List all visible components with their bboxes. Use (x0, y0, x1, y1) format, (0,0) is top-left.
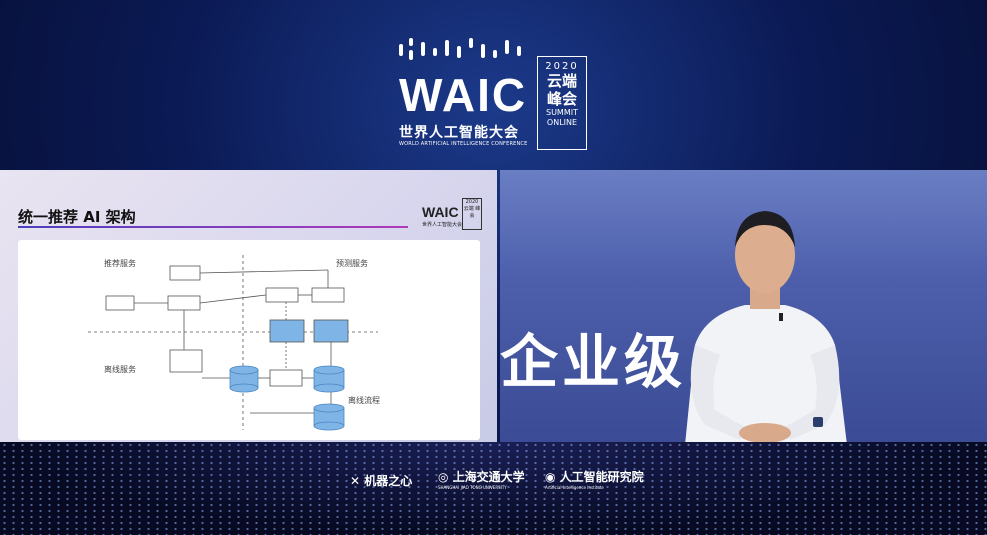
sponsor-2-label: 上海交通大学 (452, 470, 525, 484)
presentation-slide: 统一推荐 AI 架构 WAIC 世界人工智能大会 2020 云端 峰会 (0, 170, 497, 442)
mini-logo-badge: 2020 云端 峰会 (462, 198, 482, 230)
sponsor-sjtu: ◎ 上海交通大学 SHANGHAI JIAO TONG UNIVERSITY (438, 468, 525, 490)
speaker-video: 企业级 架构 (500, 170, 987, 442)
sponsor-3-label: 人工智能研究院 (559, 470, 644, 484)
architecture-diagram: 推荐服务 预测服务 离线服务 离线流程 (18, 240, 480, 440)
label-realtime-service: 离线服务 (104, 365, 136, 374)
label-offline-flow: 离线流程 (348, 396, 380, 405)
title-underline (18, 226, 408, 228)
badge-cn-1: 云端 (546, 72, 577, 90)
slide-mini-logo: WAIC 世界人工智能大会 2020 云端 峰会 (420, 194, 486, 230)
logo-cn: 世界人工智能大会 (399, 125, 519, 141)
label-predict-service: 预测服务 (336, 259, 368, 268)
badge-en-1: SUMMIT (546, 108, 578, 117)
jiqizhixin-icon: ✕ (350, 474, 365, 488)
logo-en: WORLD ARTIFICIAL INTELLIGENCE CONFERENCE (399, 141, 528, 147)
mini-logo-cn: 世界人工智能大会 (422, 222, 463, 228)
badge-year: 2020 (545, 61, 579, 72)
waic-logo: WAIC 世界人工智能大会 WORLD ARTIFICIAL INTELLIGE… (395, 38, 595, 153)
slide-title: 统一推荐 AI 架构 (18, 208, 136, 226)
label-recommend-service: 推荐服务 (104, 259, 136, 268)
summit-badge: 2020 云端 峰会 SUMMIT ONLINE (537, 56, 587, 150)
mini-logo-word: WAIC (422, 204, 459, 220)
diagram-svg (88, 255, 378, 431)
sponsor-2-sub: SHANGHAI JIAO TONG UNIVERSITY (438, 485, 507, 490)
sponsor-3-sub: Artificial Intelligence Institute (545, 485, 604, 490)
sponsor-bar: ✕ 机器之心 ◎ 上海交通大学 SHANGHAI JIAO TONG UNIVE… (350, 468, 650, 498)
sponsor-1-label: 机器之心 (364, 474, 413, 488)
sjtu-seal-icon: ◎ (438, 470, 453, 484)
badge-cn-2: 峰会 (546, 90, 577, 108)
sponsor-jiqizhixin: ✕ 机器之心 (350, 472, 412, 489)
sponsor-ai-institute: ◉ 人工智能研究院 Artificial Intelligence Instit… (545, 468, 644, 490)
badge-en-2: ONLINE (546, 118, 578, 127)
logo-bars-icon (399, 38, 529, 66)
logo-word: WAIC (399, 69, 528, 121)
dot-pattern (0, 442, 987, 535)
ai-institute-icon: ◉ (545, 470, 560, 484)
speaker-figure (685, 211, 847, 442)
